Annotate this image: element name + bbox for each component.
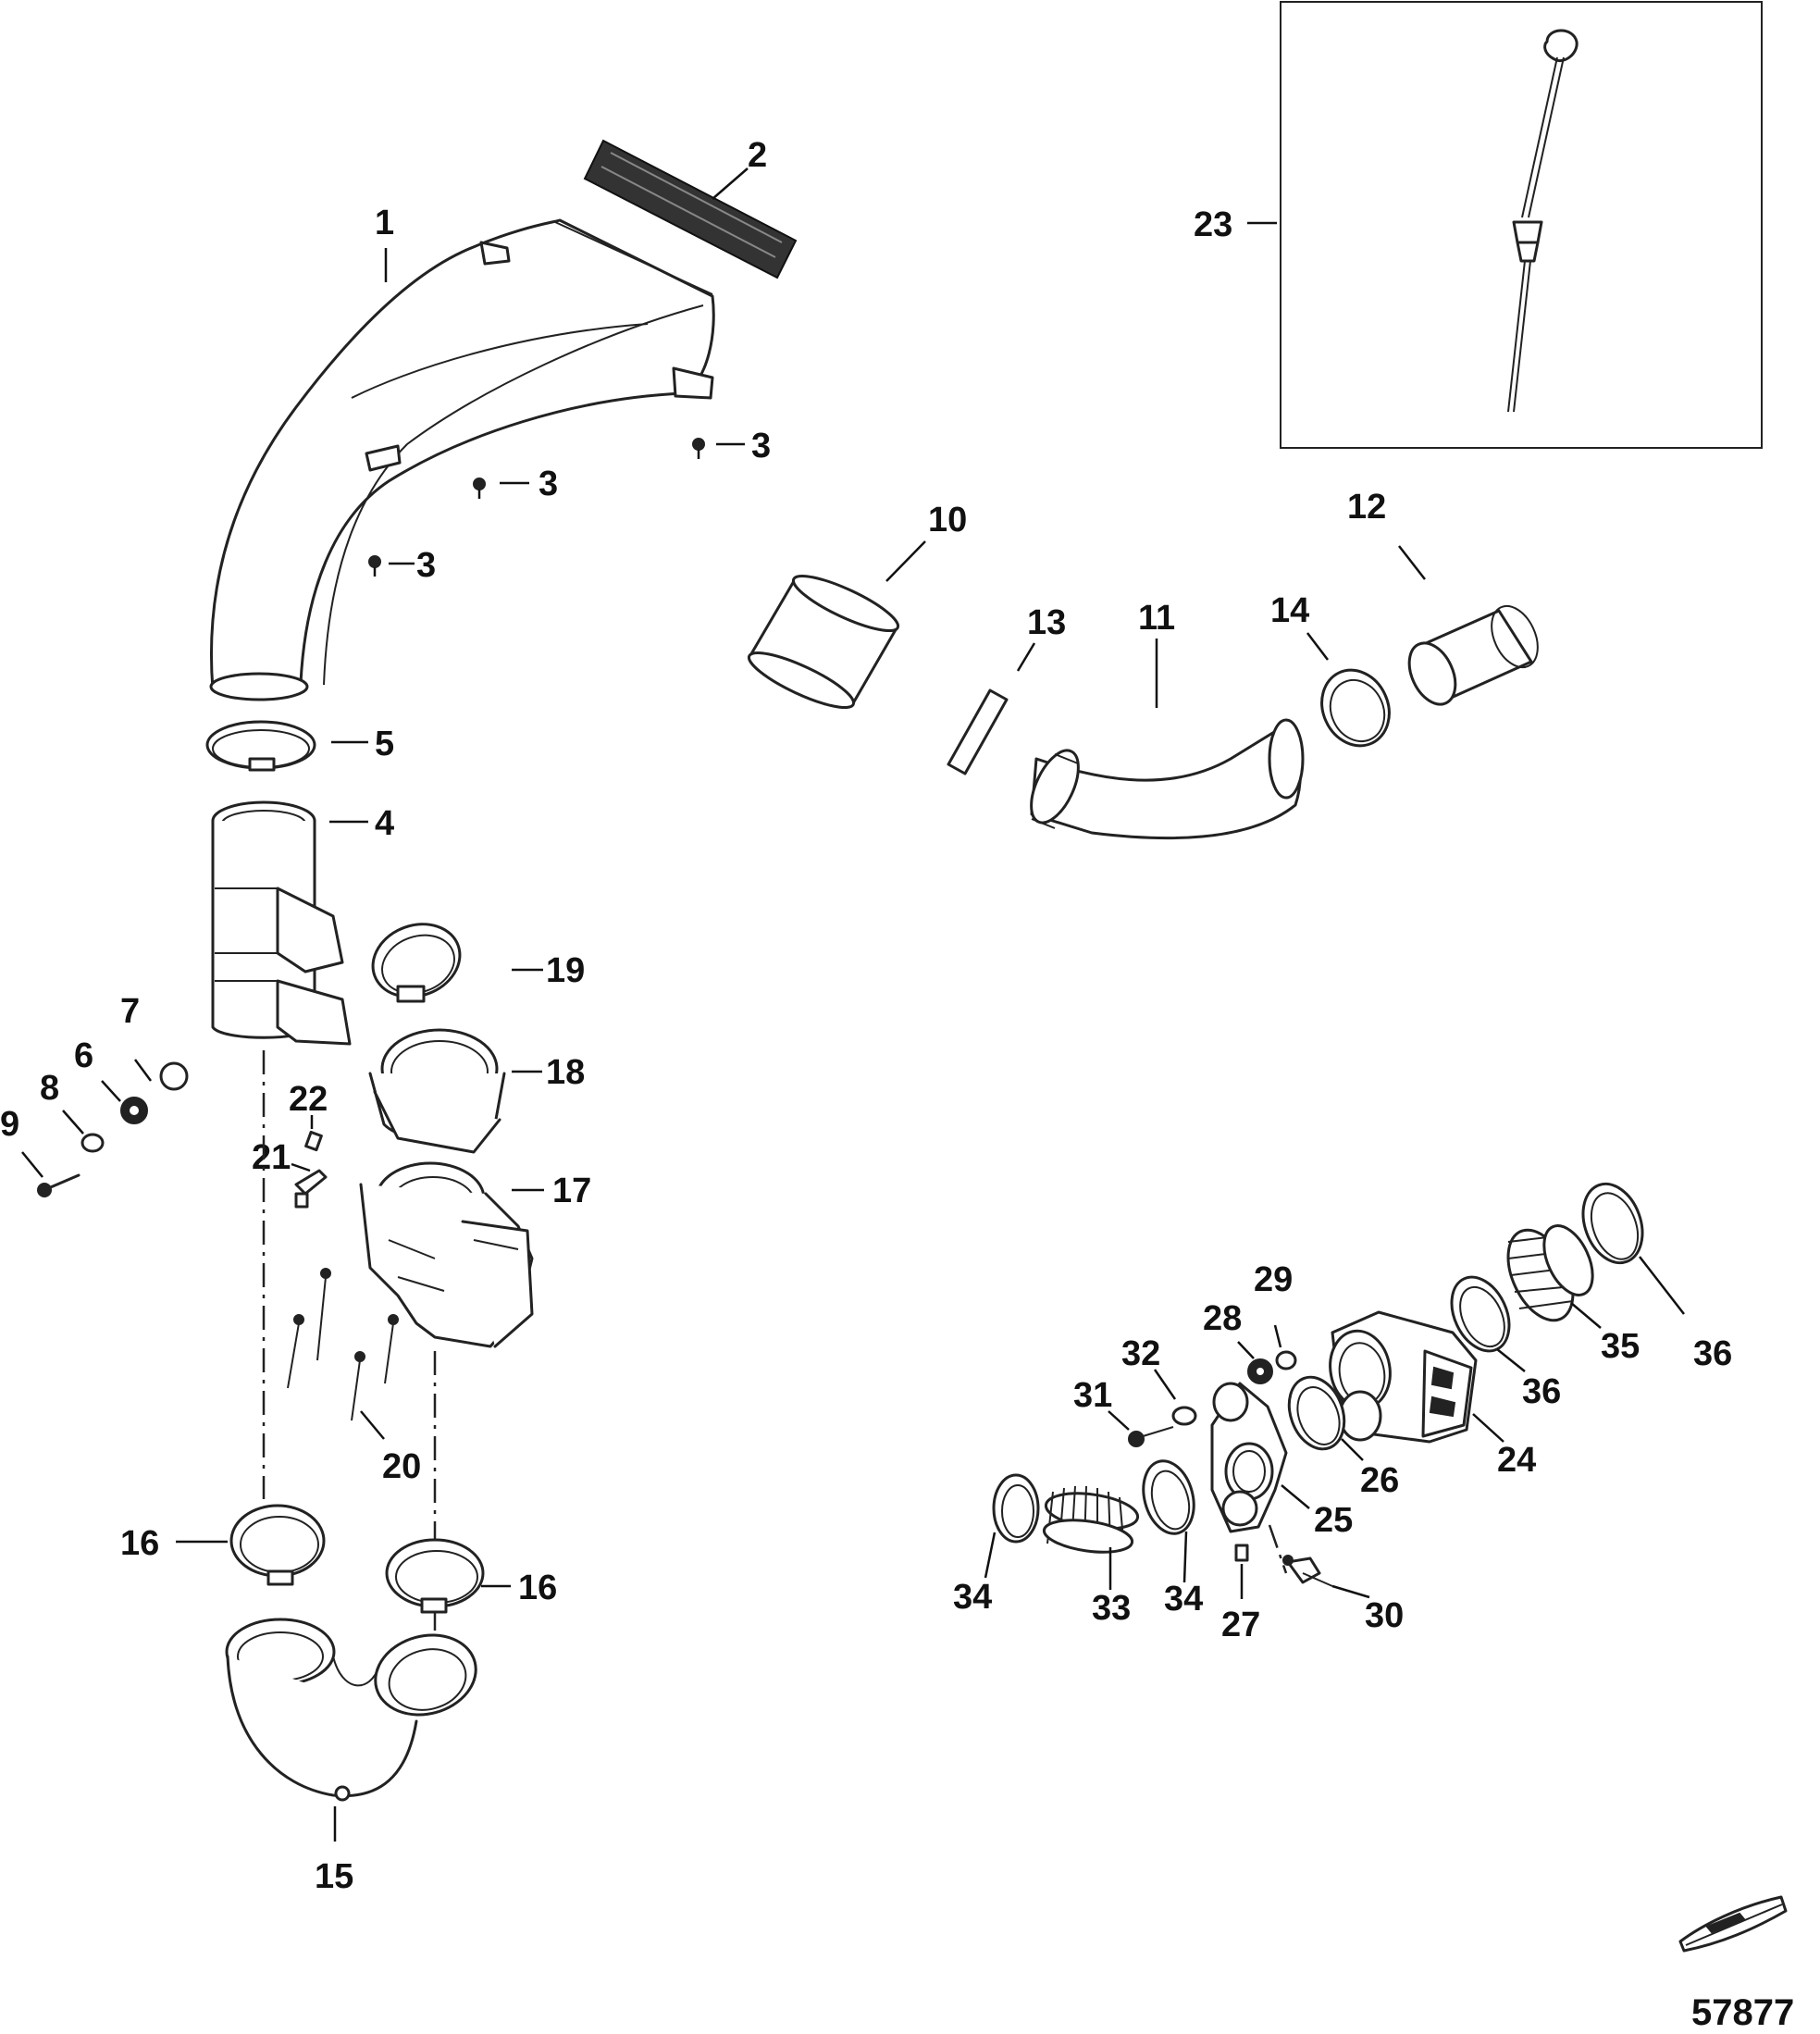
callout-30: 30 <box>1365 1596 1404 1635</box>
part-17-throttle-body <box>359 1161 534 1348</box>
part-2-screen <box>583 139 798 279</box>
callout-11: 11 <box>1138 599 1175 638</box>
part-35-boot <box>1506 1224 1594 1322</box>
callout-16a: 16 <box>120 1524 159 1563</box>
part-19-clamp <box>371 923 462 1003</box>
part-31-32-bolt-washer <box>1128 1406 1197 1447</box>
callout-20: 20 <box>382 1447 421 1486</box>
callout-18: 18 <box>546 1053 585 1092</box>
part-3-screws: 3 3 3 <box>368 427 771 585</box>
callout-5: 5 <box>375 725 394 763</box>
callout-26: 26 <box>1360 1461 1399 1500</box>
callout-25: 25 <box>1314 1501 1353 1540</box>
callout-17: 17 <box>552 1172 591 1210</box>
callout-4: 4 <box>375 804 394 843</box>
callout-31: 31 <box>1073 1376 1112 1415</box>
callout-23: 23 <box>1194 205 1232 244</box>
callout-24: 24 <box>1497 1441 1536 1480</box>
callout-9: 9 <box>0 1105 19 1144</box>
part-26-o-ring <box>1287 1375 1346 1451</box>
callout-29: 29 <box>1254 1260 1293 1299</box>
part-23-dipstick <box>1507 29 1579 413</box>
callout-14: 14 <box>1270 591 1309 630</box>
part-24-throttle-body <box>1329 1310 1478 1444</box>
dipstick-inset: 23 <box>1194 1 1763 449</box>
part-12-sleeve <box>1407 604 1539 706</box>
callout-21: 21 <box>252 1138 291 1177</box>
part-16-clamps <box>229 1504 485 1614</box>
callout-16b: 16 <box>518 1569 557 1607</box>
part-27-30-sensor-hardware <box>1234 1544 1333 1587</box>
callout-32: 32 <box>1121 1334 1160 1373</box>
part-6-7-8-9-hardware <box>37 1061 189 1197</box>
part-20-screws <box>287 1268 399 1421</box>
part-10-sleeve <box>747 574 900 710</box>
part-13-strip <box>947 688 1009 775</box>
part-34-clamp-left <box>992 1473 1040 1544</box>
callout-35: 35 <box>1601 1327 1640 1366</box>
callout-3c: 3 <box>416 546 436 585</box>
callout-19: 19 <box>546 951 585 990</box>
callout-15: 15 <box>315 1857 353 1896</box>
callout-34a: 34 <box>953 1578 992 1617</box>
callout-1: 1 <box>375 204 394 242</box>
drawing-number: 57877 <box>1691 1992 1794 2033</box>
part-14-ring <box>1320 668 1391 748</box>
callout-8: 8 <box>40 1069 59 1108</box>
callout-3a: 3 <box>751 427 771 465</box>
part-11-tube <box>1030 718 1305 840</box>
callout-27: 27 <box>1221 1606 1260 1644</box>
callout-2: 2 <box>748 136 767 175</box>
callout-34b: 34 <box>1164 1580 1203 1619</box>
callout-33: 33 <box>1092 1589 1131 1628</box>
part-25-adapter-plate <box>1210 1382 1288 1533</box>
callout-36a: 36 <box>1522 1372 1561 1411</box>
callout-36b: 36 <box>1693 1334 1732 1373</box>
part-36-clamp-lower <box>1450 1275 1511 1353</box>
boat-hull-orientation-icon <box>1678 1895 1788 1953</box>
callout-7: 7 <box>120 992 140 1031</box>
part-34-clamp-right <box>1142 1459 1195 1535</box>
callout-10: 10 <box>928 501 967 540</box>
callout-22: 22 <box>289 1080 328 1119</box>
part-15-y-pipe <box>225 1618 477 1802</box>
part-21-22-small-hardware <box>294 1130 328 1209</box>
callout-6: 6 <box>74 1036 93 1075</box>
part-18-adapter <box>368 1028 506 1154</box>
part-36-clamp-upper <box>1581 1182 1644 1265</box>
part-33-boot <box>1042 1485 1140 1554</box>
part-5-clamp <box>205 720 316 772</box>
callout-13: 13 <box>1027 603 1066 642</box>
callout-12: 12 <box>1347 488 1386 527</box>
part-1-air-duct <box>209 218 715 701</box>
callout-3b: 3 <box>539 465 558 503</box>
callout-28: 28 <box>1203 1299 1242 1338</box>
part-28-29-hardware <box>1247 1350 1297 1384</box>
part-4-mass-air-housing <box>211 800 352 1046</box>
